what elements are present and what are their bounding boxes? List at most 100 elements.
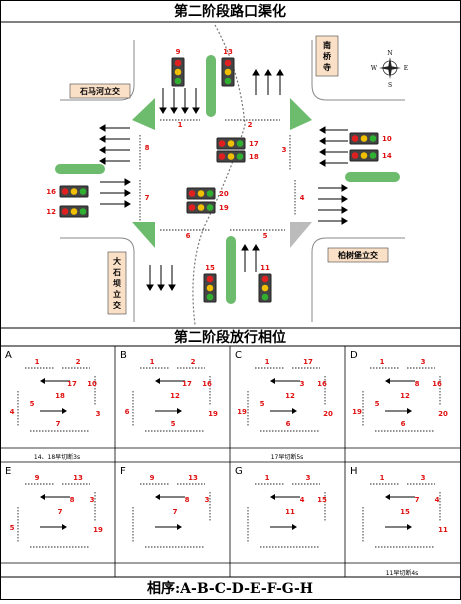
phase-movement-number: 5	[30, 400, 35, 408]
signal-head-14: 14	[349, 149, 392, 162]
phase-movement-number: 12	[400, 392, 410, 400]
signal-number: 11	[260, 264, 270, 272]
place-sw-3: 坝	[113, 278, 121, 288]
signal-number: 18	[249, 153, 259, 161]
phase-movement-number: 4	[435, 496, 440, 504]
crosswalk-number-8: 8	[145, 144, 150, 152]
phase-movement-number: 10	[87, 380, 97, 388]
road-edges	[60, 40, 405, 322]
phase-movement-number: 3	[205, 496, 210, 504]
crosswalk-number-4: 4	[300, 194, 305, 202]
phase-movement-number: 3	[421, 358, 426, 366]
phase-movement-number: 12	[285, 392, 295, 400]
signal-number: 9	[176, 48, 181, 56]
place-ne-3: 寺	[323, 62, 331, 72]
phase-grid-lines	[0, 346, 461, 577]
phase-movement-number: 15	[317, 496, 327, 504]
compass-icon: N S E W	[371, 50, 408, 89]
signal-number: 14	[382, 152, 392, 160]
phase-movement-number: 1	[265, 358, 270, 366]
signal-number: 10	[382, 135, 392, 143]
phase-section-title: 第二阶段放行相位	[174, 329, 286, 346]
phase-movement-number: 11	[285, 508, 295, 516]
signal-head-12: 12	[46, 205, 89, 218]
signal-number: 12	[46, 208, 56, 216]
signal-head-15: 15	[203, 264, 217, 303]
phase-movement-number: 13	[188, 474, 198, 482]
phase-movement-number: 1	[380, 474, 385, 482]
crosswalk-number-2: 2	[248, 121, 253, 129]
signal-number: 19	[219, 204, 229, 212]
phase-movement-number: 8	[415, 380, 420, 388]
phase-movement-number: 1	[35, 358, 40, 366]
phase-note: 11早切断4s	[386, 569, 419, 577]
signal-number: 16	[46, 188, 56, 196]
signal-head-17: 17	[216, 137, 259, 150]
signal-number: 15	[205, 264, 215, 272]
signal-head-18: 18	[216, 150, 259, 163]
phase-movement-number: 17	[182, 380, 192, 388]
place-se: 柏树堡立交	[338, 250, 378, 260]
place-sw-1: 大	[113, 256, 121, 266]
phase-movement-number: 2	[191, 358, 196, 366]
phase-label: E	[5, 466, 11, 477]
phase-movement-number: 19	[208, 410, 218, 418]
compass-e: E	[404, 65, 408, 72]
phase-movement-number: 16	[317, 380, 327, 388]
signal-number: 13	[223, 48, 233, 56]
phase-movement-number: 8	[70, 496, 75, 504]
crosswalk-lines	[139, 119, 296, 231]
phase-movement-number: 5	[260, 400, 265, 408]
phase-movement-number: 7	[415, 496, 420, 504]
phase-movement-number: 3	[300, 380, 305, 388]
phase-movement-number: 7	[173, 508, 178, 516]
phase-label: C	[235, 350, 242, 361]
phase-movement-number: 9	[35, 474, 40, 482]
phase-label: B	[120, 350, 127, 361]
signal-head-11: 11	[258, 264, 272, 303]
phase-movement-number: 18	[55, 392, 65, 400]
phase-movement-number: 4	[300, 496, 305, 504]
phase-movement-number: 1	[150, 358, 155, 366]
phase-note: 14、18早切断3s	[34, 453, 80, 461]
signal-head-16: 16	[46, 185, 89, 198]
phase-movement-number: 17	[67, 380, 77, 388]
signal-head-20: 20	[186, 187, 229, 200]
signal-number: 20	[219, 190, 229, 198]
lane-arrows	[99, 69, 348, 291]
phase-movement-number: 8	[185, 496, 190, 504]
phase-movement-number: 5	[171, 420, 176, 428]
place-sw-2: 石	[112, 267, 121, 277]
crosswalk-number-7: 7	[145, 194, 150, 202]
phase-note: 17早切断5s	[271, 453, 304, 461]
phase-movement-number: 16	[202, 380, 212, 388]
phase-movement-number: 6	[125, 408, 130, 416]
phase-movement-number: 9	[150, 474, 155, 482]
phase-movement-number: 2	[76, 358, 81, 366]
phase-label: H	[350, 466, 358, 477]
place-ne-1: 南	[323, 40, 331, 50]
signal-head-13: 13	[221, 48, 235, 87]
compass-w: W	[371, 65, 378, 72]
compass-s: S	[388, 82, 392, 89]
phase-movement-number: 19	[93, 526, 103, 534]
phase-label: F	[120, 466, 126, 477]
phase-movement-number: 6	[401, 420, 406, 428]
phase-label: D	[350, 350, 358, 361]
phase-movement-number: 15	[400, 508, 410, 516]
phase-movement-number: 6	[286, 420, 291, 428]
signal-head-10: 10	[349, 132, 392, 145]
crosswalk-number-6: 6	[186, 232, 191, 240]
phase-movement-number: 3	[421, 474, 426, 482]
phase-movement-number: 16	[432, 380, 442, 388]
